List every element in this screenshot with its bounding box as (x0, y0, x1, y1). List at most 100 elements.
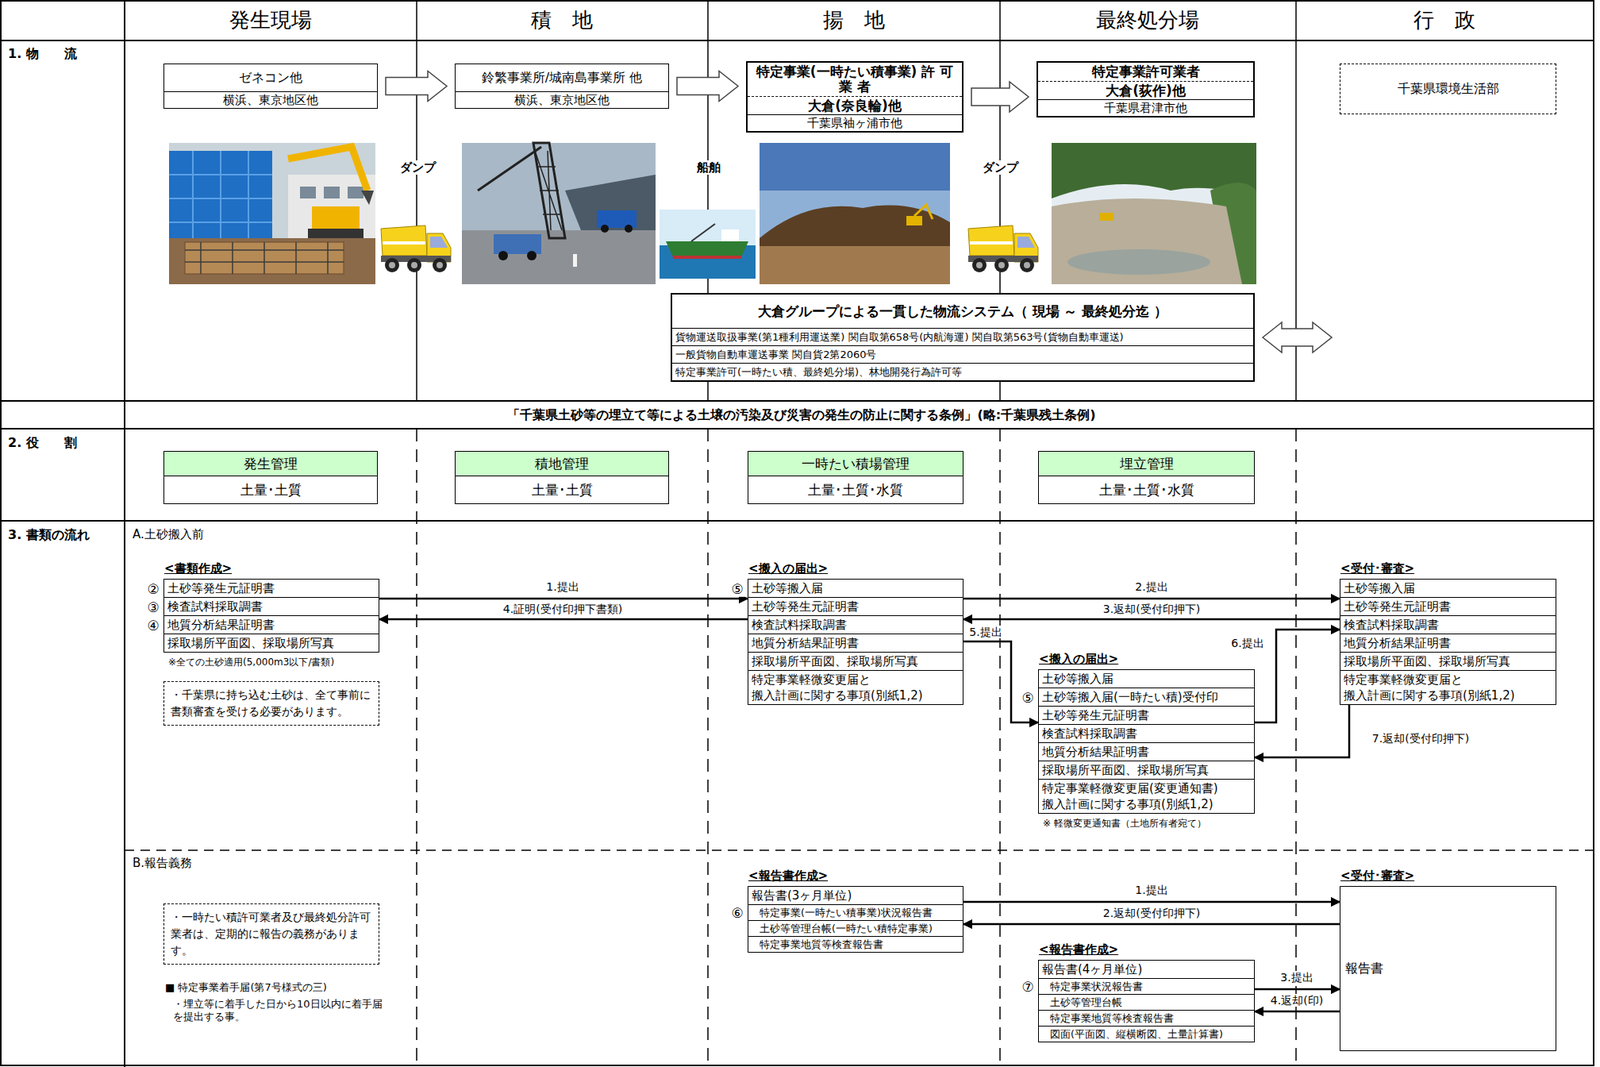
connector (379, 618, 748, 621)
table-grid (0, 519, 1594, 522)
block-arrow (385, 71, 447, 102)
connector-label: 4.返却(印) (1268, 993, 1326, 1007)
node-text: 土砂等管理台帳 (1038, 994, 1254, 1011)
photo-landfill (1099, 212, 1114, 221)
transport-label: ダンプ (398, 160, 438, 175)
connector (379, 597, 748, 600)
block-arrow (1262, 322, 1332, 353)
node-text: 貨物運送取扱事業(第1種利用運送業) 関自取第658号(内航海運) 関自取第56… (672, 328, 1254, 347)
review-box: <受付･審査>報告書 (1339, 885, 1557, 1051)
dump-truck-icon (1019, 257, 1035, 273)
photo-ship (659, 209, 756, 246)
photo-construction-site (169, 142, 376, 285)
node-text: 土砂等搬入届 (1340, 579, 1556, 598)
node-text: 報告書(3ヶ月単位) (748, 886, 963, 905)
role-box: 積地管理土量･土質 (454, 450, 670, 504)
callout-number: ⑤ (729, 580, 745, 597)
node-text: 検査試料採取調書 (748, 615, 963, 635)
photo-construction-site (169, 238, 376, 285)
connector (963, 618, 1340, 621)
node-text: 特定事業許可業者 (1038, 62, 1254, 82)
node-text: <搬入の届出> (748, 560, 828, 577)
callout-number: ⑥ (729, 904, 745, 921)
dump-truck-icon (436, 261, 443, 269)
agency-box: 千葉県環境生活部 (1339, 63, 1557, 115)
node-text: 土砂等搬入届 (748, 579, 963, 598)
node-text: 一般貨物自動車運送事業 関自貨2第2060号 (672, 346, 1254, 364)
connector-label: 2.返却(受付印押下) (1100, 906, 1203, 920)
dump-truck-icon (380, 225, 427, 256)
node-text: 大倉グループによる一貫した物流システム（ 現場 ～ 最終処分迄 ） (672, 294, 1254, 329)
report-list-box: <報告書作成>報告書(4ヶ月単位)特定事業状況報告書土砂等管理台帳特定事業地質等… (1038, 959, 1255, 1043)
permit-holder-box: 特定事業(一時たい積事業) 許 可 業 者大倉(奈良輪)他千葉県袖ヶ浦市他 (746, 61, 964, 133)
node-text: 地質分析結果証明書 (748, 634, 963, 653)
photo-loading-port (498, 250, 508, 261)
dump-truck-icon (998, 261, 1005, 269)
row-header: 1. 物 流 (6, 46, 79, 62)
connector-label: 2.提出 (1132, 580, 1170, 593)
callout-number: ③ (145, 598, 161, 615)
photo-loading-port (565, 174, 656, 231)
note-text: ■ 特定事業着手届(第7号様式の三) (163, 980, 329, 994)
transport-label: 船舶 (695, 160, 723, 175)
photo-stockpile (759, 142, 950, 285)
connector-label: 1.提出 (1132, 883, 1170, 897)
connector (1254, 1010, 1340, 1013)
connectors (379, 71, 1350, 1012)
photo-construction-site (169, 150, 273, 239)
dump-truck-icon (976, 261, 983, 269)
photo-construction-site (311, 206, 360, 231)
node-text: 検査試料採取調書 (1340, 615, 1556, 635)
node-text: 地質分析結果証明書 (164, 615, 379, 635)
photo-ship (721, 229, 739, 242)
node-text: 土砂等発生元証明書 (748, 597, 963, 616)
node-text: 土量･土質 (455, 476, 669, 504)
column-header: 発生現場 (227, 7, 314, 33)
dump-truck-icon (411, 261, 418, 269)
document-list-box: <搬入の届出>土砂等搬入届土砂等発生元証明書検査試料採取調書地質分析結果証明書採… (747, 578, 964, 705)
role-box: 埋立管理土量･土質･水質 (1038, 450, 1255, 504)
node-text: 一時たい積場管理 (748, 451, 963, 477)
node-text: <書類作成> (164, 560, 232, 577)
permit-holder-box: 特定事業許可業者大倉(荻作)他千葉県君津市他 (1036, 61, 1255, 118)
connector-label: 4.証明(受付印押下書類) (500, 602, 625, 616)
node-text: 大倉(荻作)他 (1038, 81, 1254, 100)
photo-construction-site (184, 242, 344, 274)
note-box: ・一時たい積許可業者及び最終処分許可業者は、定期的に報告の義務があります。 (163, 903, 380, 965)
node-text: 土砂等搬入届(一時たい積)受付印 (1038, 688, 1254, 707)
connector-label: 6.提出 (1228, 636, 1266, 650)
document-list-box: <搬入の届出>土砂等搬入届土砂等搬入届(一時たい積)受付印土砂等発生元証明書検査… (1038, 669, 1255, 814)
photo-loading-port (461, 142, 656, 285)
document-list-box: <書類作成>土砂等発生元証明書検査試料採取調書地質分析結果証明書採取場所平面図、… (163, 578, 380, 653)
node-text: 土量･土質･水質 (1038, 476, 1254, 504)
node-text: 特定事業(一時たい積事業) 許 可 業 者 (747, 62, 962, 97)
node-text: 千葉県袖ヶ浦市他 (747, 115, 962, 131)
node-text: 発生管理 (164, 451, 377, 477)
dump-truck-icon (384, 257, 400, 273)
node-text: 特定事業地質等検査報告書 (748, 936, 963, 952)
table-grid (999, 428, 1001, 1067)
connector-label: 7.返却(受付印押下) (1369, 731, 1472, 745)
node-text: 採取場所平面図、採取場所写真 (1340, 652, 1556, 671)
node-text: <報告書作成> (748, 867, 828, 884)
photo-construction-site (307, 228, 364, 239)
photo-ship (691, 223, 716, 242)
dump-truck-icon (407, 257, 422, 273)
node-text: 特定事業軽微変更届と 搬入計画に関する事項(別紙1,2) (748, 670, 963, 704)
photo-stockpile (906, 215, 923, 226)
note-text: ※全ての土砂適用(5,000m3以下/書類) (166, 656, 336, 668)
section-heading: A.土砂搬入前 (130, 526, 206, 542)
node-text: 特定事業状況報告書 (1038, 978, 1254, 995)
dump-truck-icon (382, 241, 426, 245)
photo-ship (672, 255, 743, 259)
callout-number: ② (145, 580, 161, 597)
node-text: 採取場所平面図、採取場所写真 (164, 634, 379, 652)
node-text: ・千葉県に持ち込む土砂は、全て事前に書類審査を受ける必要があります。 (164, 681, 379, 725)
report-list-box: <報告書作成>報告書(3ヶ月単位)特定事業(一時たい積事業)状況報告書土砂等管理… (747, 885, 964, 953)
node-text: 土砂等搬入届 (1038, 669, 1254, 689)
photo-loading-port (477, 146, 542, 191)
column-header: 積 地 (529, 7, 595, 33)
company-box: ゼネコン他横浜、東京地区他 (163, 63, 378, 109)
